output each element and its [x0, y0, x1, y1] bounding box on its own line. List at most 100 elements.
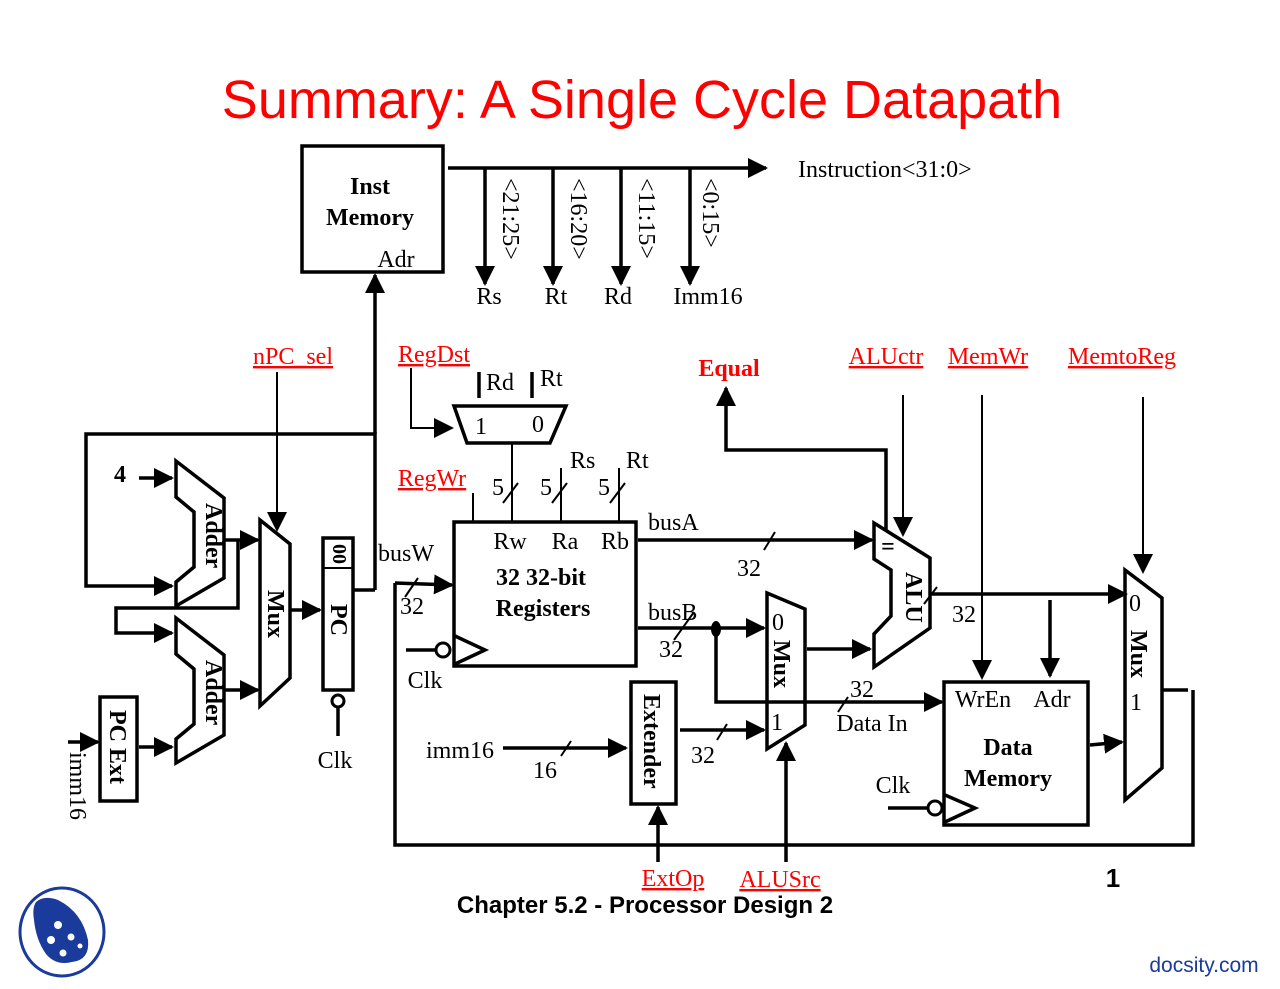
memtoreg-mux-in1: 1 — [1130, 690, 1142, 716]
data-in-wire — [714, 629, 944, 712]
regdst-wire — [410, 368, 454, 438]
const-4-label: 4 — [114, 462, 126, 488]
extender-block — [629, 680, 678, 806]
alu-out-tick — [923, 586, 938, 605]
pc-clock-bubble — [330, 693, 346, 709]
reg-clock-triangle — [454, 634, 490, 666]
status-equal: Equal — [698, 356, 760, 382]
data-memory-label-2: Memory — [964, 766, 1052, 792]
control-regdst: RegDst — [398, 342, 470, 368]
equal-wire — [716, 386, 888, 530]
inst-memory-label-2: Memory — [326, 205, 414, 231]
pc-logic: 4 Adder Adder Mux 00 PC Clk PC Ext imm16 — [64, 273, 385, 820]
reg-label-1: 32 32-bit — [496, 565, 586, 591]
ra-width: 5 — [540, 475, 552, 501]
field-bits-rt: <16:20> — [565, 178, 591, 260]
control-memwr: MemWr — [948, 344, 1028, 370]
instruction-bus-label: Instruction<31:0> — [798, 157, 972, 183]
ra-width-tick — [551, 482, 568, 504]
field-bits-imm16: <0:15> — [697, 178, 723, 248]
memtoreg-mux-in0: 0 — [1129, 591, 1141, 617]
inst-memory: Inst Memory Adr — [300, 144, 445, 274]
data-in-width-tick — [837, 696, 849, 713]
register-file-group: 5 5 5 Rs Rt Rw Ra Rb 32 32-bit Registers… — [378, 443, 649, 694]
imm16-width: 16 — [533, 758, 557, 784]
alu — [872, 519, 932, 671]
docsity-brand[interactable]: docsity.com — [1149, 954, 1258, 977]
adder-top — [174, 457, 226, 610]
busb-width: 32 — [659, 637, 683, 663]
busw-width-tick — [404, 577, 419, 598]
field-name-rs: Rs — [476, 284, 501, 310]
adder-bottom-label: Adder — [200, 660, 226, 726]
reg-label-2: Registers — [496, 596, 591, 622]
busa-label: busA — [648, 510, 699, 536]
busb-label: busB — [648, 600, 697, 626]
reg-clk-label: Clk — [408, 668, 443, 694]
regdst-rd-label: Rd — [486, 370, 514, 396]
regdst-rt-label: Rt — [540, 366, 563, 392]
pc-ext-imm16-label: imm16 — [64, 752, 90, 820]
alusrc-mux-group: 0 Mux 1 — [765, 590, 872, 862]
inst-memory-label-1: Inst — [350, 174, 390, 200]
reg-clock-bubble — [434, 641, 452, 659]
alusrc-mux-in1: 1 — [771, 710, 783, 736]
regdst-mux-group: Rd Rt 1 0 — [410, 366, 569, 445]
adder-top-label: Adder — [200, 503, 226, 569]
busa-width-tick — [763, 531, 776, 551]
alu-group: = ALU 32 — [716, 386, 1128, 678]
inst-memory-adr-port: Adr — [377, 247, 414, 273]
alu-out-width: 32 — [952, 602, 976, 628]
slide-title: Summary: A Single Cycle Datapath — [222, 70, 1062, 130]
mem-clock-bubble — [926, 799, 944, 817]
npc-mux-label: Mux — [262, 590, 288, 638]
pc-register — [321, 536, 355, 692]
extender-out-width: 32 — [691, 743, 715, 769]
data-in-width: 32 — [850, 677, 874, 703]
pc-bits-label: 00 — [328, 544, 350, 564]
reg-rw-port: Rw — [493, 529, 527, 555]
adder-bottom — [174, 614, 226, 767]
alusrc-mux-in0: 0 — [772, 610, 784, 636]
data-memory — [942, 680, 1090, 827]
mem-clk-label: Clk — [876, 773, 911, 799]
alusrc-mux — [765, 590, 807, 753]
data-in-label: Data In — [836, 711, 907, 737]
register-file — [452, 520, 638, 668]
alu-eq-symbol: = — [881, 534, 895, 560]
mem-clock-triangle — [944, 793, 980, 824]
pc-feedback-wire — [84, 432, 377, 596]
imm16-width-tick — [560, 740, 572, 757]
rb-width: 5 — [598, 475, 610, 501]
busw-width: 32 — [400, 594, 424, 620]
docsity-logo-icon[interactable] — [18, 886, 106, 978]
data-memory-label-1: Data — [983, 735, 1032, 761]
field-taps: <21:25> <16:20> <11:15> <0:15> Rs Rt Rd … — [475, 168, 743, 310]
field-name-rt: Rt — [545, 284, 568, 310]
pc-ext-block — [98, 695, 139, 803]
memtoreg-mux-label: Mux — [1125, 630, 1151, 678]
chapter-footer: Chapter 5.2 - Processor Design 2 — [457, 892, 833, 919]
field-name-rd: Rd — [604, 284, 632, 310]
data-memory-wren: WrEn — [955, 687, 1011, 713]
npc-mux — [258, 516, 292, 711]
busa-width: 32 — [737, 556, 761, 582]
regdst-in1-label: 1 — [475, 414, 487, 440]
mem-out-wire — [1089, 733, 1124, 754]
data-memory-group: WrEn Adr Data Memory Clk — [876, 395, 1124, 827]
writeback-loop — [393, 583, 1195, 847]
extender-imm16-label: imm16 — [426, 738, 494, 764]
regdst-mux — [451, 404, 569, 445]
data-memory-adr: Adr — [1033, 687, 1070, 713]
alu-label: ALU — [900, 572, 926, 623]
extender-out-tick — [716, 723, 728, 741]
ra-rs-label: Rs — [570, 448, 595, 474]
busw-wire — [394, 574, 454, 595]
busb-width-tick — [673, 611, 695, 641]
control-aluctr: ALUctr — [849, 344, 924, 370]
pc-plus4-wire — [114, 540, 240, 643]
rb-width-tick — [609, 482, 626, 504]
field-bits-rd: <11:15> — [633, 178, 659, 259]
